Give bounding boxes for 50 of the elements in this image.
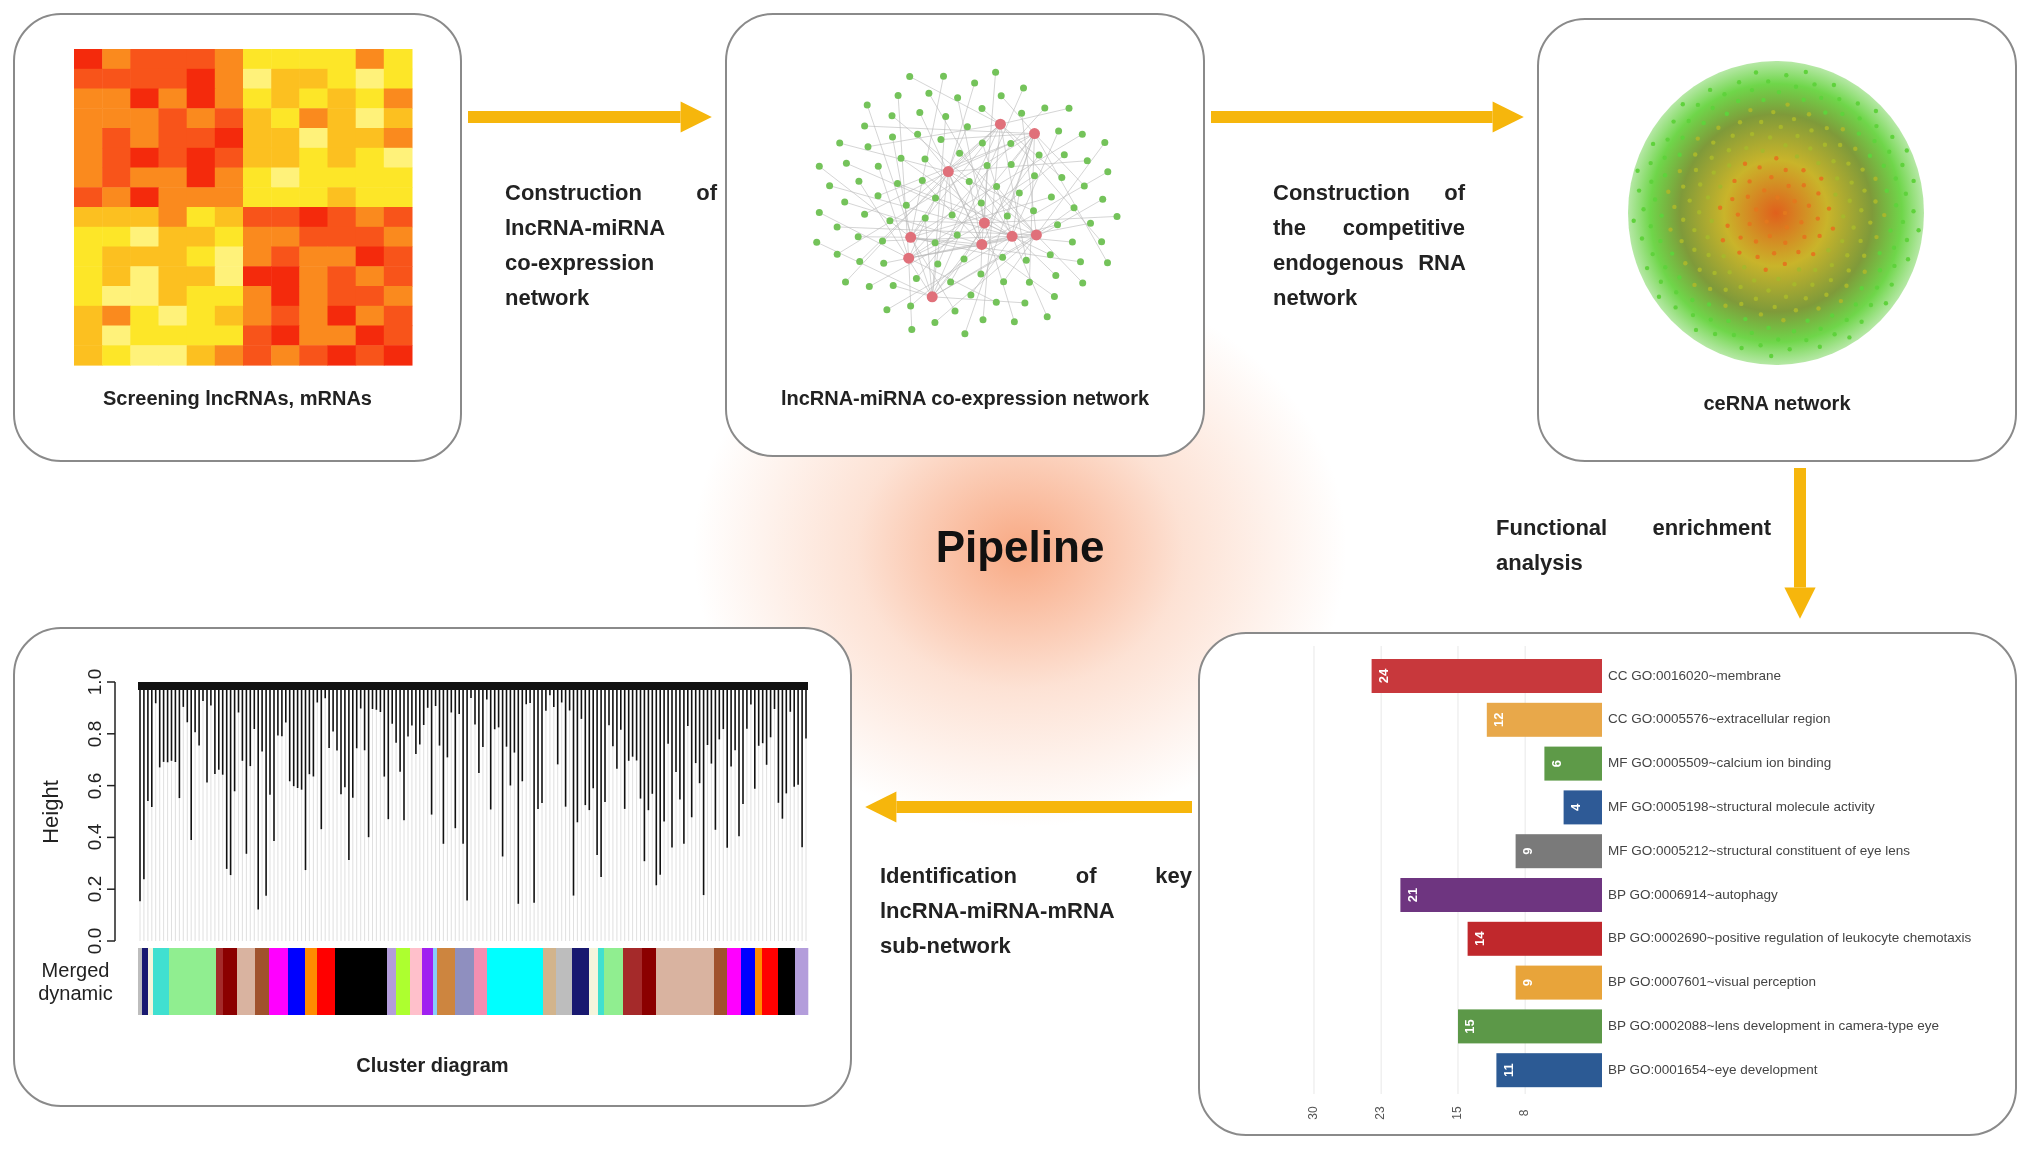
panel [1198, 632, 2017, 1136]
tick-label: 0.0 [84, 927, 107, 955]
category-label: BP GO:0001654~eye development [1608, 1061, 1818, 1077]
tick-label: 0.2 [84, 876, 107, 903]
tick-label: 1.0 [84, 668, 107, 696]
panel-caption: Screening lncRNAs, mRNAs [102, 387, 373, 410]
value-label: 14 [1472, 931, 1488, 947]
panel-caption: Cluster diagram [355, 1054, 510, 1077]
value-label: 4 [1568, 803, 1584, 811]
panel [725, 13, 1205, 457]
value-label: 11 [1500, 1063, 1516, 1078]
panel [1537, 18, 2017, 462]
panel-caption: lncRNA-miRNA co-expression network [779, 387, 1151, 410]
value-label: 6 [1548, 760, 1564, 768]
value-label: 12 [1491, 712, 1507, 728]
category-label: BP GO:0002690~positive regulation of leukocyte chemotaxis [1608, 930, 1972, 946]
value-label: 21 [1404, 887, 1420, 903]
value-label: 24 [1376, 668, 1392, 684]
category-label: MF GO:0005509~calcium ion binding [1608, 755, 1832, 771]
tick-label: 0.8 [84, 720, 107, 747]
edge-label: Identification of key lncRNA-miRNA-mRNA sub-network [880, 862, 1192, 960]
tick-label: 15 [1450, 1106, 1465, 1120]
panel-caption: ceRNA network [1702, 392, 1852, 415]
category-label: CC GO:0005576~extracellular region [1608, 711, 1831, 727]
category-label: CC GO:0016020~membrane [1608, 667, 1781, 683]
arrow [865, 791, 1192, 823]
panel [13, 627, 852, 1107]
tick-label: 30 [1306, 1106, 1321, 1120]
arrow [1784, 468, 1816, 619]
category-label: BP GO:0007601~visual perception [1608, 974, 1817, 990]
tick-label: 8 [1517, 1109, 1532, 1117]
value-label: 9 [1520, 979, 1536, 987]
tick-label: 0.6 [84, 772, 107, 799]
tick-label: 23 [1373, 1106, 1388, 1120]
edge-label: Functional enrichment analysis [1496, 514, 1771, 577]
category-label: MF GO:0005198~structural molecule activity [1608, 798, 1875, 814]
edge-label: Construction of lncRNA-miRNA co-expression network [505, 179, 717, 312]
color-bar-label: Merged dynamic [37, 959, 114, 1005]
value-label: 15 [1462, 1019, 1478, 1034]
title: Pipeline [934, 522, 1106, 572]
category-label: BP GO:0002088~lens development in camera-type eye [1608, 1017, 1940, 1033]
value-label: 9 [1520, 847, 1536, 855]
arrow [1211, 101, 1524, 133]
tick-label: 0.4 [84, 824, 107, 851]
axis-title: Height [37, 780, 64, 844]
panel [13, 13, 462, 462]
category-label: BP GO:0006914~autophagy [1608, 886, 1778, 902]
arrow [468, 101, 712, 133]
edge-label: Construction of the competitive endogenous RNA network [1273, 179, 1465, 312]
category-label: MF GO:0005212~structural constituent of eye lens [1608, 842, 1911, 858]
